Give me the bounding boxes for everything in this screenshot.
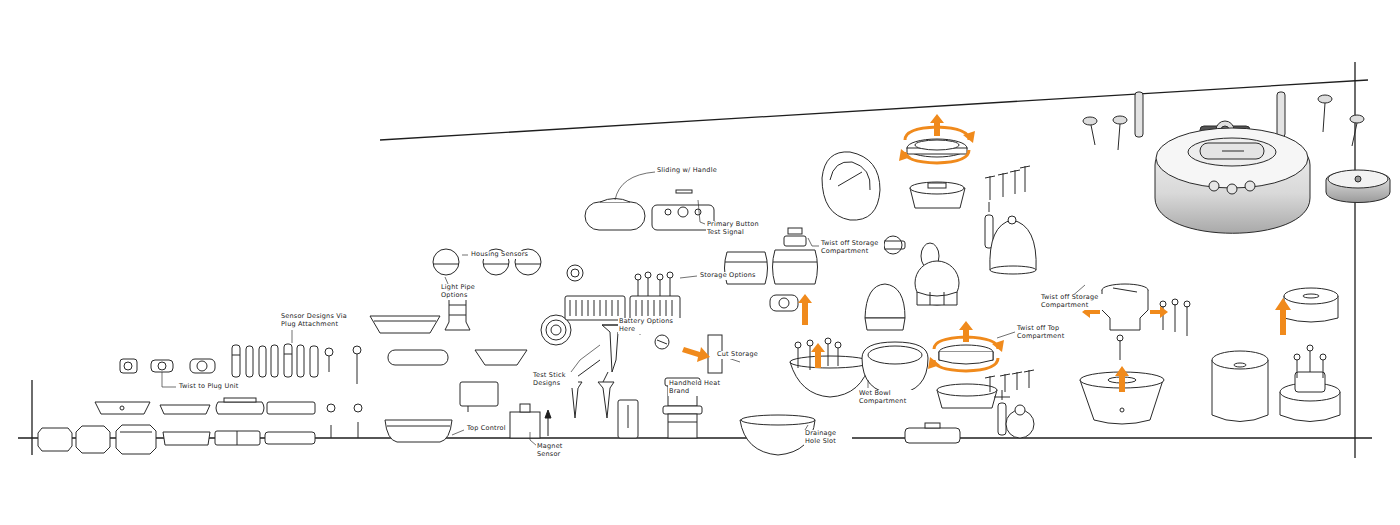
annotation-label: Light Pipe Options: [440, 284, 486, 300]
annotation-label: Handheld Heat Brand: [668, 380, 724, 396]
annotation-label: Housing Sensors: [470, 251, 529, 259]
annotation-label: Drainage Hole Slot: [804, 430, 852, 446]
product-sketches: [38, 92, 1390, 455]
annotation-label: Sensor Designs Via Plug Attachment: [280, 313, 360, 329]
annotation-label: Twist off Storage Compartment: [1040, 294, 1104, 310]
annotation-label: Battery Options Here: [618, 318, 686, 334]
frame-lines: [18, 62, 1372, 458]
annotation-label: Twist off Storage Compartment: [820, 240, 884, 256]
annotation-label: Twist off Top Compartment: [1016, 325, 1080, 341]
lift-arrow: [545, 410, 551, 436]
annotation-label: Wet Bowl Compartment: [858, 390, 916, 406]
motion-arrows: [682, 114, 1291, 392]
leader-lines: [162, 172, 1085, 446]
annotation-label: Top Control: [466, 425, 507, 433]
annotation-label: Storage Options: [699, 272, 757, 280]
annotation-label: Sliding w/ Handle: [656, 167, 718, 175]
annotation-label: Primary Button Test Signal: [706, 221, 772, 237]
rotation-arrowheads: [899, 131, 1004, 369]
rotation-arrows: [905, 127, 998, 371]
annotation-label: Twist to Plug Unit: [178, 383, 239, 391]
annotation-label: Cut Storage: [716, 351, 759, 359]
annotation-label: Test Stick Designs: [532, 372, 578, 388]
annotation-label: Magnet Sensor: [536, 443, 578, 459]
